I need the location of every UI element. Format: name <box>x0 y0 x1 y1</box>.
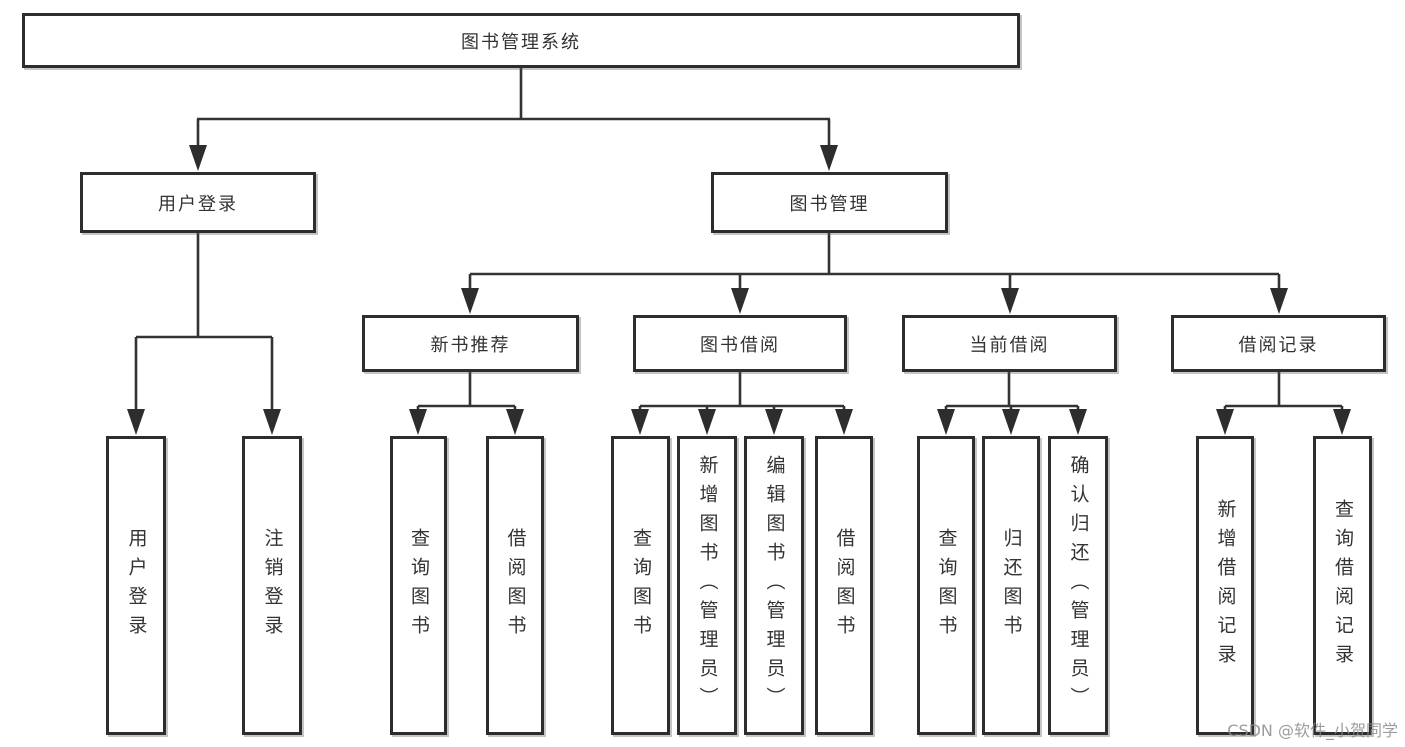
csdn-watermark: CSDN @软件_小贺同学 <box>1227 721 1398 740</box>
node-root-system: 图书管理系统 <box>22 13 1020 68</box>
leaf-query-books-current: 查询图书 <box>917 436 975 735</box>
leaf-logout-label: 注销登录 <box>261 527 284 644</box>
node-user-login-label: 用户登录 <box>158 193 238 215</box>
leaf-query-books-recommend-label: 查询图书 <box>408 527 430 644</box>
leaf-return-book: 归还图书 <box>982 436 1040 735</box>
arrow-down-icon <box>631 409 649 435</box>
leaf-query-books-borrow: 查询图书 <box>611 436 670 735</box>
leaf-query-borrow-record: 查询借阅记录 <box>1313 436 1372 735</box>
arrow-down-icon <box>937 409 955 435</box>
leaf-edit-book-admin: 编辑图书（管理员） <box>744 436 804 735</box>
arrow-down-icon <box>1216 409 1234 435</box>
leaf-query-borrow-record-label: 查询借阅记录 <box>1332 498 1354 673</box>
leaf-user-login-label: 用户登录 <box>125 527 148 644</box>
arrow-down-icon <box>731 288 749 314</box>
node-borrow-records-label: 借阅记录 <box>1238 334 1319 356</box>
leaf-add-book-admin: 新增图书（管理员） <box>677 436 737 735</box>
arrow-down-icon <box>1069 409 1087 435</box>
leaf-return-book-label: 归还图书 <box>1000 527 1023 644</box>
leaf-confirm-return-admin: 确认归还（管理员） <box>1048 436 1108 735</box>
node-user-login: 用户登录 <box>80 172 316 233</box>
node-book-borrow-label: 图书借阅 <box>700 334 780 356</box>
leaf-borrow-books-label: 借阅图书 <box>833 527 856 644</box>
arrow-down-icon <box>820 145 838 171</box>
node-root-system-label: 图书管理系统 <box>461 31 581 53</box>
node-book-borrow: 图书借阅 <box>633 315 847 372</box>
node-new-book-recommend: 新书推荐 <box>362 315 579 372</box>
arrow-down-icon <box>461 288 479 314</box>
node-book-management: 图书管理 <box>711 172 948 233</box>
arrow-down-icon <box>1001 288 1019 314</box>
arrow-down-icon <box>409 409 427 435</box>
arrow-down-icon <box>1270 288 1288 314</box>
leaf-borrow-books: 借阅图书 <box>815 436 873 735</box>
arrow-down-icon <box>1333 409 1351 435</box>
arrow-down-icon <box>506 409 524 435</box>
leaf-user-login: 用户登录 <box>106 436 166 735</box>
node-current-borrow-label: 当前借阅 <box>969 334 1050 356</box>
arrow-down-icon <box>698 409 716 435</box>
leaf-add-book-admin-label: 新增图书（管理员） <box>696 455 719 716</box>
arrow-down-icon <box>765 409 783 435</box>
leaf-query-books-borrow-label: 查询图书 <box>630 527 652 644</box>
node-borrow-records: 借阅记录 <box>1171 315 1386 372</box>
node-new-book-recommend-label: 新书推荐 <box>430 334 511 356</box>
leaf-add-borrow-record-label: 新增借阅记录 <box>1214 498 1237 673</box>
leaf-logout: 注销登录 <box>242 436 302 735</box>
arrow-down-icon <box>127 409 145 435</box>
node-book-management-label: 图书管理 <box>789 193 870 215</box>
arrow-down-icon <box>835 409 853 435</box>
arrow-down-icon <box>189 145 207 171</box>
leaf-borrow-books-recommend-label: 借阅图书 <box>504 527 527 644</box>
leaf-borrow-books-recommend: 借阅图书 <box>486 436 544 735</box>
leaf-edit-book-admin-label: 编辑图书（管理员） <box>763 455 786 716</box>
leaf-query-books-recommend: 查询图书 <box>390 436 447 735</box>
leaf-confirm-return-admin-label: 确认归还（管理员） <box>1067 455 1090 716</box>
tree-edges <box>134 68 1344 412</box>
leaf-add-borrow-record: 新增借阅记录 <box>1196 436 1254 735</box>
node-current-borrow: 当前借阅 <box>902 315 1117 372</box>
arrow-down-icon <box>263 409 281 435</box>
arrowhead-icons <box>127 145 1351 435</box>
leaf-query-books-current-label: 查询图书 <box>935 527 958 644</box>
arrow-down-icon <box>1002 409 1020 435</box>
